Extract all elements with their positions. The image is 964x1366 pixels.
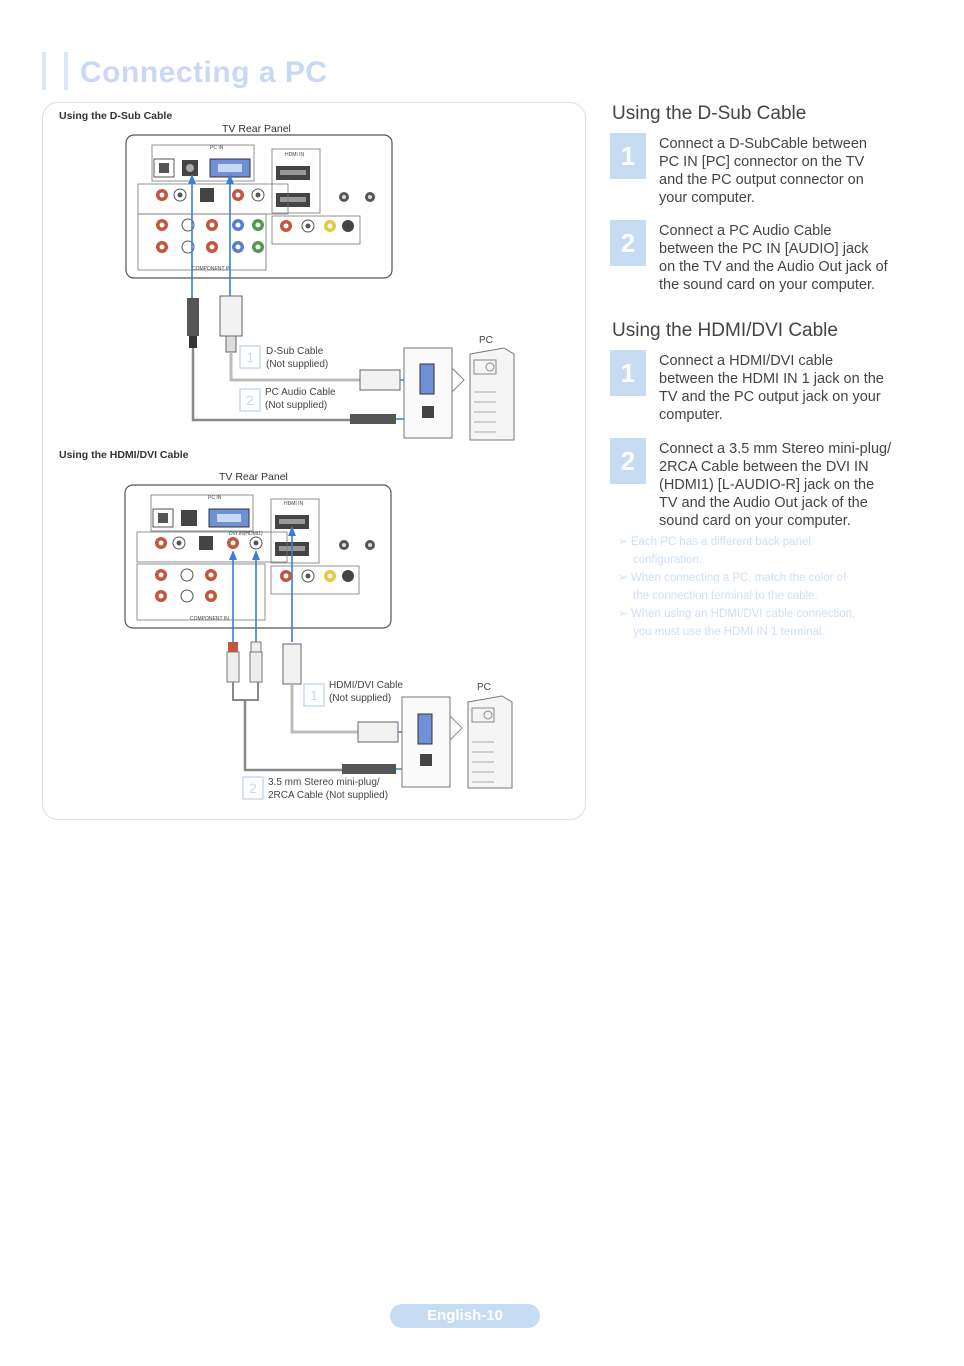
dsub-step-1-number: 1 <box>610 133 646 179</box>
hdmi-diagram-heading: Using the HDMI/DVI Cable <box>59 449 189 461</box>
dsub-step-2-number: 2 <box>610 220 646 266</box>
hdmi-step-1-number: 1 <box>610 350 646 396</box>
hdmi-step-2-number: 2 <box>610 438 646 484</box>
dsub-num-2: 2 <box>246 392 254 408</box>
hdmi-cable-note: (Not supplied) <box>329 693 392 704</box>
page-number-footer: English-10 <box>390 1304 540 1328</box>
dsub-step-2-text: Connect a PC Audio Cable between the PC … <box>659 223 888 293</box>
note-3: ➢ When using an HDMI/DVI cable connectio… <box>618 608 856 638</box>
diagram-frame <box>42 102 586 820</box>
dsub-section-title: Using the D-Sub Cable <box>612 103 807 124</box>
dvi-label: DVI IN(HDMI1) <box>229 531 263 537</box>
connection-diagrams: PC IN HDMI IN COMPONENT IN 1 2 <box>124 134 515 800</box>
hdmi-pc-label: PC <box>477 682 491 693</box>
hdmi-tv-rear-panel <box>124 484 392 629</box>
dsub-cable-note: (Not supplied) <box>266 359 329 370</box>
hdmi-panel-label: TV Rear Panel <box>219 471 288 483</box>
component-label: COMPONENT IN <box>192 266 231 272</box>
pc-audio-cable-label: PC Audio Cable <box>265 387 336 398</box>
hdmi-step-2-text: Connect a 3.5 mm Stereo mini-plug/ 2RCA … <box>659 441 892 529</box>
pc-in-label: PC IN <box>210 145 224 151</box>
component-label-2: COMPONENT IN <box>190 616 229 622</box>
dsub-diagram-heading: Using the D-Sub Cable <box>59 110 173 122</box>
page-title: Connecting a PC <box>80 56 328 89</box>
hdmi-section-title: Using the HDMI/DVI Cable <box>612 320 838 341</box>
hdmi-in-label: HDMI IN <box>285 152 305 158</box>
stereo-cable-note: 2RCA Cable (Not supplied) <box>268 790 389 801</box>
note-1: ➢ Each PC has a different back panel con… <box>618 536 811 566</box>
pc-audio-cable-note: (Not supplied) <box>265 400 328 411</box>
pc-in-label-2: PC IN <box>208 495 222 501</box>
hdmi-num-2: 2 <box>249 780 257 796</box>
hdmi-num-1: 1 <box>310 687 318 703</box>
hdmi-step-1-text: Connect a HDMI/DVI cable between the HDM… <box>659 353 884 423</box>
dsub-panel-label: TV Rear Panel <box>222 123 291 135</box>
dsub-cable-label: D-Sub Cable <box>266 346 324 357</box>
note-2: ➢ When connecting a PC, match the color … <box>618 572 847 602</box>
stereo-cable-label: 3.5 mm Stereo mini-plug/ <box>268 777 380 788</box>
hdmi-cable-label: HDMI/DVI Cable <box>329 680 403 691</box>
hdmi-in-label-2: HDMI IN <box>284 501 304 507</box>
dsub-step-1-text: Connect a D-SubCable between PC IN [PC] … <box>659 136 867 206</box>
dsub-pc-label: PC <box>479 335 493 346</box>
dsub-num-1: 1 <box>246 349 254 365</box>
dsub-tv-rear-panel <box>125 134 393 279</box>
